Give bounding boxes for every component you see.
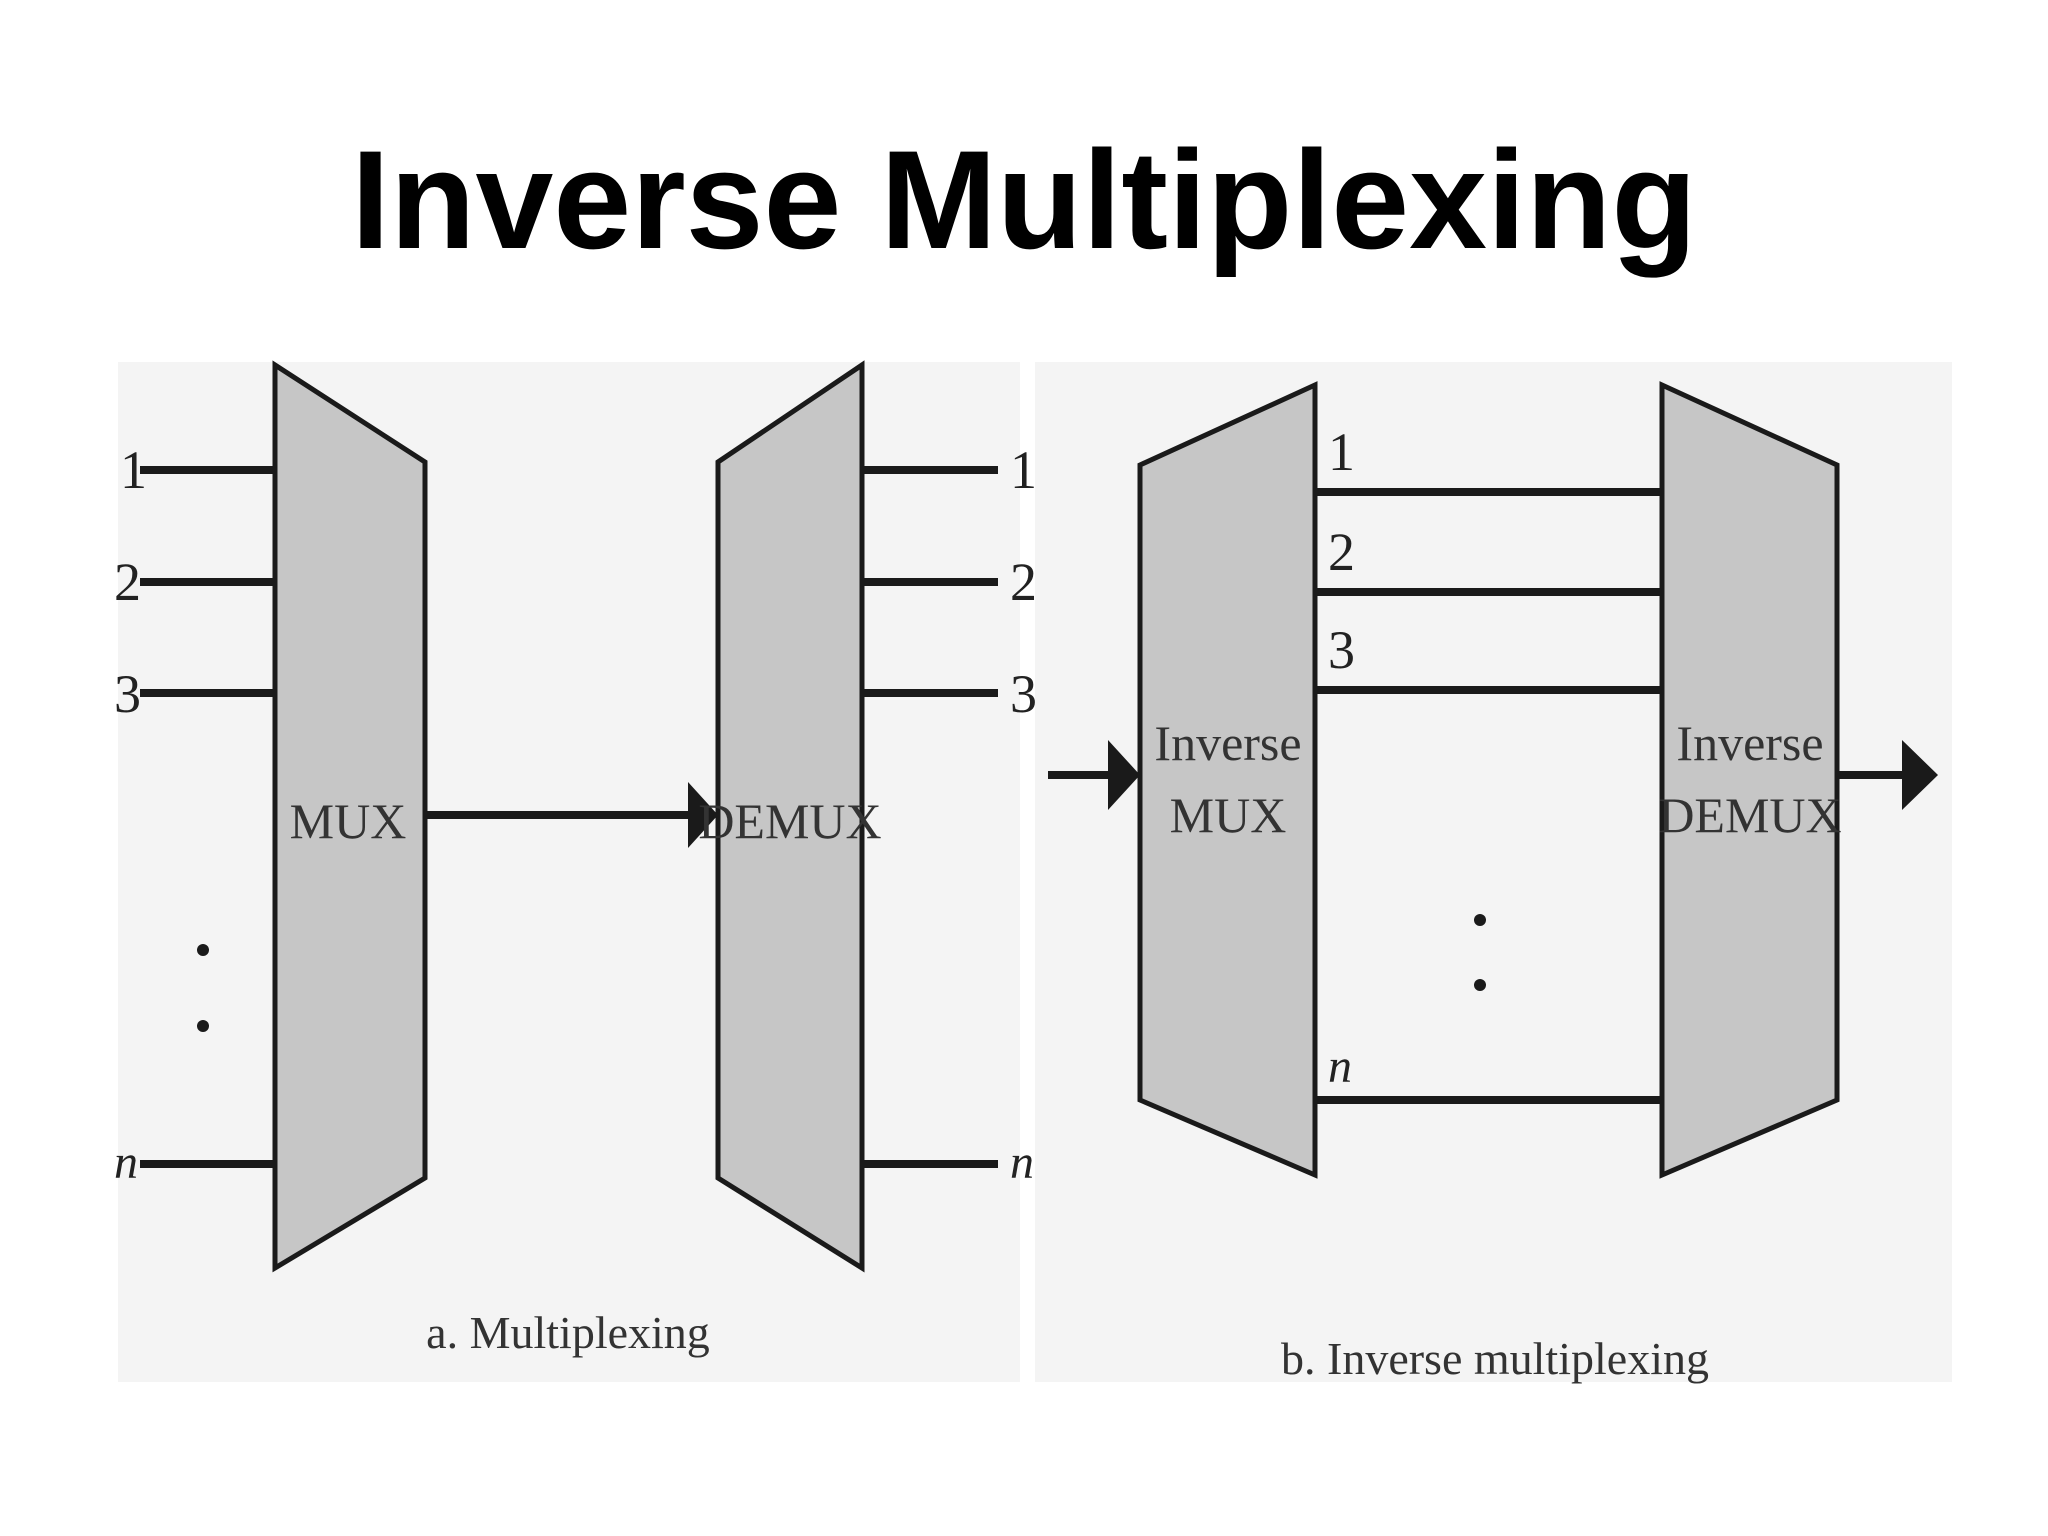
panel-a-caption: a. Multiplexing <box>426 1307 710 1358</box>
panel-inverse-multiplexing: Inverse MUX 1 2 3 n Inverse DEMUX b. Inv… <box>1035 362 1952 1384</box>
link-arrowhead <box>688 782 718 848</box>
inverse-demux-label-line1: Inverse <box>1676 715 1823 771</box>
inverse-mux-label-line1: Inverse <box>1154 715 1301 771</box>
output-label-2: 2 <box>1010 552 1037 612</box>
input-label-n: n <box>114 1136 138 1189</box>
inverse-demux-label-line2: DEMUX <box>1658 787 1841 843</box>
output-arrowhead <box>1902 740 1938 810</box>
output-label-n: n <box>1010 1136 1034 1189</box>
mux-label: MUX <box>290 793 407 849</box>
inverse-demux-block <box>1659 381 1840 1179</box>
inverse-mux-label-line2: MUX <box>1170 787 1287 843</box>
input-label-1: 1 <box>120 440 147 500</box>
ellipsis-dot <box>1474 979 1486 991</box>
channel-label-1: 1 <box>1328 422 1355 482</box>
demux-label: DEMUX <box>698 793 881 849</box>
channel-label-n: n <box>1328 1040 1352 1093</box>
panel-a-background <box>118 362 1020 1382</box>
ellipsis-dot <box>1474 914 1486 926</box>
channel-label-2: 2 <box>1328 522 1355 582</box>
channel-label-3: 3 <box>1328 620 1355 680</box>
slide-title: Inverse Multiplexing <box>351 121 1697 278</box>
output-label-1: 1 <box>1010 440 1037 500</box>
ellipsis-dot <box>197 944 209 956</box>
output-label-3: 3 <box>1010 664 1037 724</box>
input-label-3: 3 <box>114 664 141 724</box>
panel-multiplexing: 1 2 3 n MUX DEMUX 1 2 3 n <box>114 360 1037 1382</box>
input-label-2: 2 <box>114 552 141 612</box>
demux-block <box>715 360 865 1273</box>
inverse-mux-block <box>1137 381 1318 1179</box>
panel-b-caption: b. Inverse multiplexing <box>1281 1333 1709 1384</box>
ellipsis-dot <box>197 1020 209 1032</box>
input-arrowhead <box>1108 740 1140 810</box>
mux-block <box>272 360 428 1273</box>
